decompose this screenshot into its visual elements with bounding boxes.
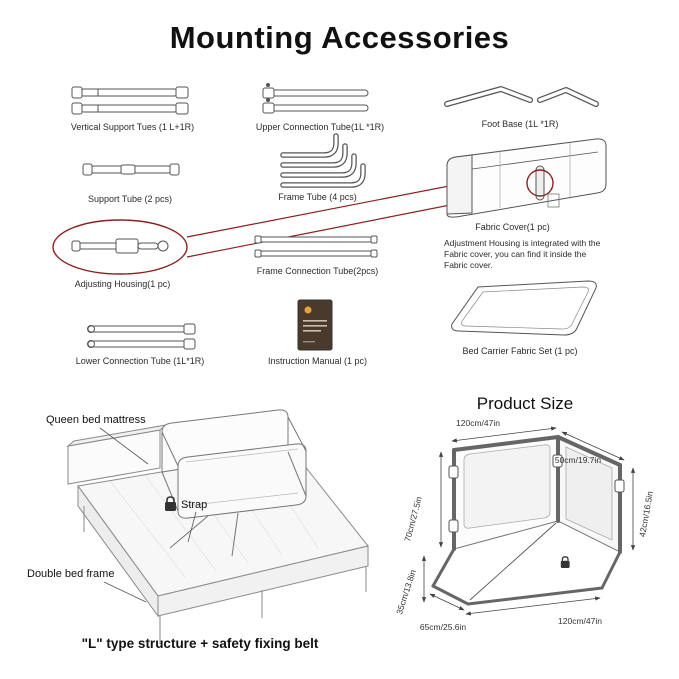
lock-icon xyxy=(165,496,176,511)
dim-depth: 50cm/19.7in xyxy=(554,455,602,465)
product-size-art xyxy=(421,426,636,616)
label-support-tube: Support Tube (2 pcs) xyxy=(87,194,173,204)
foot-base-art xyxy=(444,86,599,107)
label-frame-connection: Frame Connection Tube(2pcs) xyxy=(256,266,379,276)
support-tube-art xyxy=(82,163,180,176)
label-foot-base: Foot Base (1L *1R) xyxy=(481,119,559,129)
page-title: Mounting Accessories xyxy=(169,20,510,55)
label-adjusting-housing: Adjusting Housing(1 pc) xyxy=(74,279,171,289)
label-strap: Strap xyxy=(181,499,208,511)
instruction-manual-art xyxy=(297,299,333,351)
label-vertical-support: Vertical Support Tues (1 L+1R) xyxy=(70,122,195,132)
structure-caption: "L" type structure + safety fixing belt xyxy=(81,636,319,651)
highlight-circle xyxy=(526,169,554,197)
frame-tubes-art xyxy=(280,133,366,188)
product-size-heading: Product Size xyxy=(476,394,574,413)
label-instruction-manual: Instruction Manual (1 pc) xyxy=(267,356,368,366)
label-double-bed-frame: Double bed frame xyxy=(27,568,115,580)
frame-connection-tubes-art xyxy=(254,235,378,258)
bed-carrier-art xyxy=(451,280,597,336)
label-lower-connection: Lower Connection Tube (1L*1R) xyxy=(75,356,205,366)
lock-icon xyxy=(560,556,570,568)
dim-top-width: 120cm/47in xyxy=(456,418,500,428)
fabric-cover-art xyxy=(446,138,607,218)
adjusting-housing-art xyxy=(71,238,169,254)
label-bed-carrier: Bed Carrier Fabric Set (1 pc) xyxy=(462,346,578,356)
bed-art xyxy=(66,409,369,644)
dim-base-depth: 65cm/25.6in xyxy=(419,622,467,632)
label-queen-mattress: Queen bed mattress xyxy=(46,414,146,426)
highlight-ellipse xyxy=(52,219,188,275)
label-frame-tube: Frame Tube (4 pcs) xyxy=(278,192,357,202)
vertical-support-tubes-art xyxy=(71,86,189,115)
adjustment-note: Adjustment Housing is integrated with th… xyxy=(444,238,601,271)
dim-bottom-width: 120cm/47in xyxy=(558,616,602,626)
label-upper-connection: Upper Connection Tube(1L *1R) xyxy=(255,122,385,132)
lower-connection-tubes-art xyxy=(87,323,196,350)
upper-connection-tubes-art xyxy=(262,83,369,114)
label-fabric-cover: Fabric Cover(1 pc) xyxy=(475,222,550,232)
